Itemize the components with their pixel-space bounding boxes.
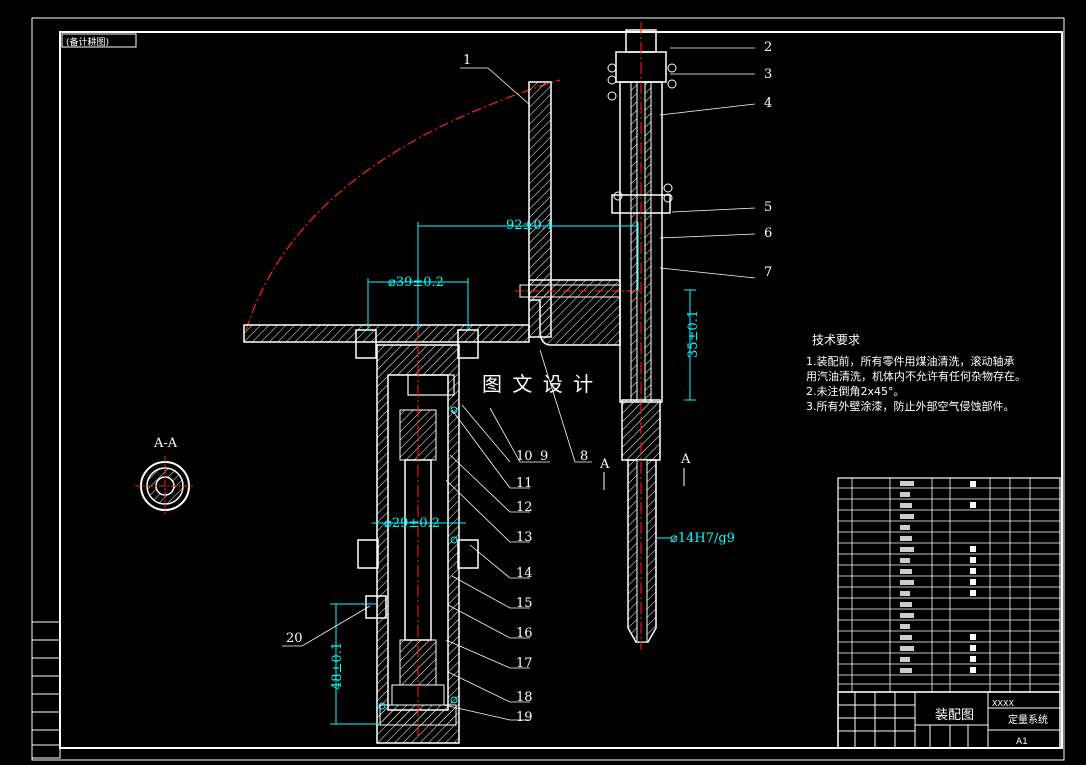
part-5-label: 5 [764,200,772,215]
watermark: 图 文 设 计 [482,372,595,396]
part-19-label: 19 [516,710,533,725]
part-13-label: 13 [516,530,533,545]
project-name: 定量系统 [1008,713,1048,726]
part-17-label: 17 [516,656,533,671]
part-labels: 1 2 3 4 5 6 7 8 9 10 11 12 13 14 15 16 1… [286,40,772,725]
tech-requirement-line: 3.所有外壁涂漆，防止外部空气侵蚀部件。 [806,400,1015,413]
dimension-lines [330,222,696,725]
section-arrow-right: A [680,452,691,467]
part-7-label: 7 [764,265,772,280]
part-1-label: 1 [463,53,471,68]
part-15-label: 15 [516,596,533,611]
dim-39: ⌀39±0.2 [388,275,444,290]
part-12-label: 12 [516,500,533,515]
left-margin-strips [31,621,61,759]
part-4-label: 4 [764,96,772,111]
drawing-name: 装配图 [935,708,974,723]
tech-requirement-line: 1.装配前，所有零件用煤油清洗，滚动轴承 [806,355,1015,368]
tech-requirements: 技术要求 1.装配前，所有零件用煤油清洗，滚动轴承 用汽油清洗，机体内不允许有任… [806,333,1066,414]
part-6-label: 6 [764,226,772,241]
part-8-label: 8 [580,449,588,464]
part-16-label: 16 [516,626,533,641]
dim-35: 35±0.1 [686,310,701,358]
dim-92: 92±0.1 [506,218,554,233]
vertical-plate [528,81,552,338]
arc-centerline [245,79,561,331]
part-20-label: 20 [286,631,303,646]
right-shaft-assembly [607,22,677,650]
section-label: A-A [153,436,178,451]
leader-lines [282,47,756,721]
part-14-label: 14 [516,566,533,581]
section-a-a [135,456,195,516]
part-9-label: 9 [540,449,548,464]
parts-list-table [837,477,1061,693]
school-name: XXXX [992,699,1014,708]
cylinder-assembly [355,225,479,744]
dim-fit: ⌀14H7/g9 [670,531,735,546]
title-block [837,691,1061,749]
dim-48: 48±0.1 [330,642,345,690]
part-2-label: 2 [764,40,772,55]
top-left-tag-box [61,33,137,48]
tech-requirement-line: 用汽油清洗，机体内不允许有任何杂物存在。 [806,370,1026,383]
part-18-label: 18 [516,690,533,705]
part-11-label: 11 [516,476,533,491]
sheet-size: A1 [1016,737,1028,747]
part-10-label: 10 [516,449,533,464]
parts-list-cell-marks [900,481,976,673]
dim-29: ⌀29±0.2 [384,516,440,531]
bracket [528,279,621,346]
part-3-label: 3 [764,67,772,82]
tech-requirement-line: 2.未注倒角2x45°。 [806,385,905,398]
outer-frame [31,17,1065,761]
section-arrow-left: A [599,457,610,472]
top-left-tag: (备计耕图) [66,36,109,48]
inner-frame [59,31,1063,749]
base-plate [243,324,530,343]
tech-requirements-title: 技术要求 [812,333,861,347]
